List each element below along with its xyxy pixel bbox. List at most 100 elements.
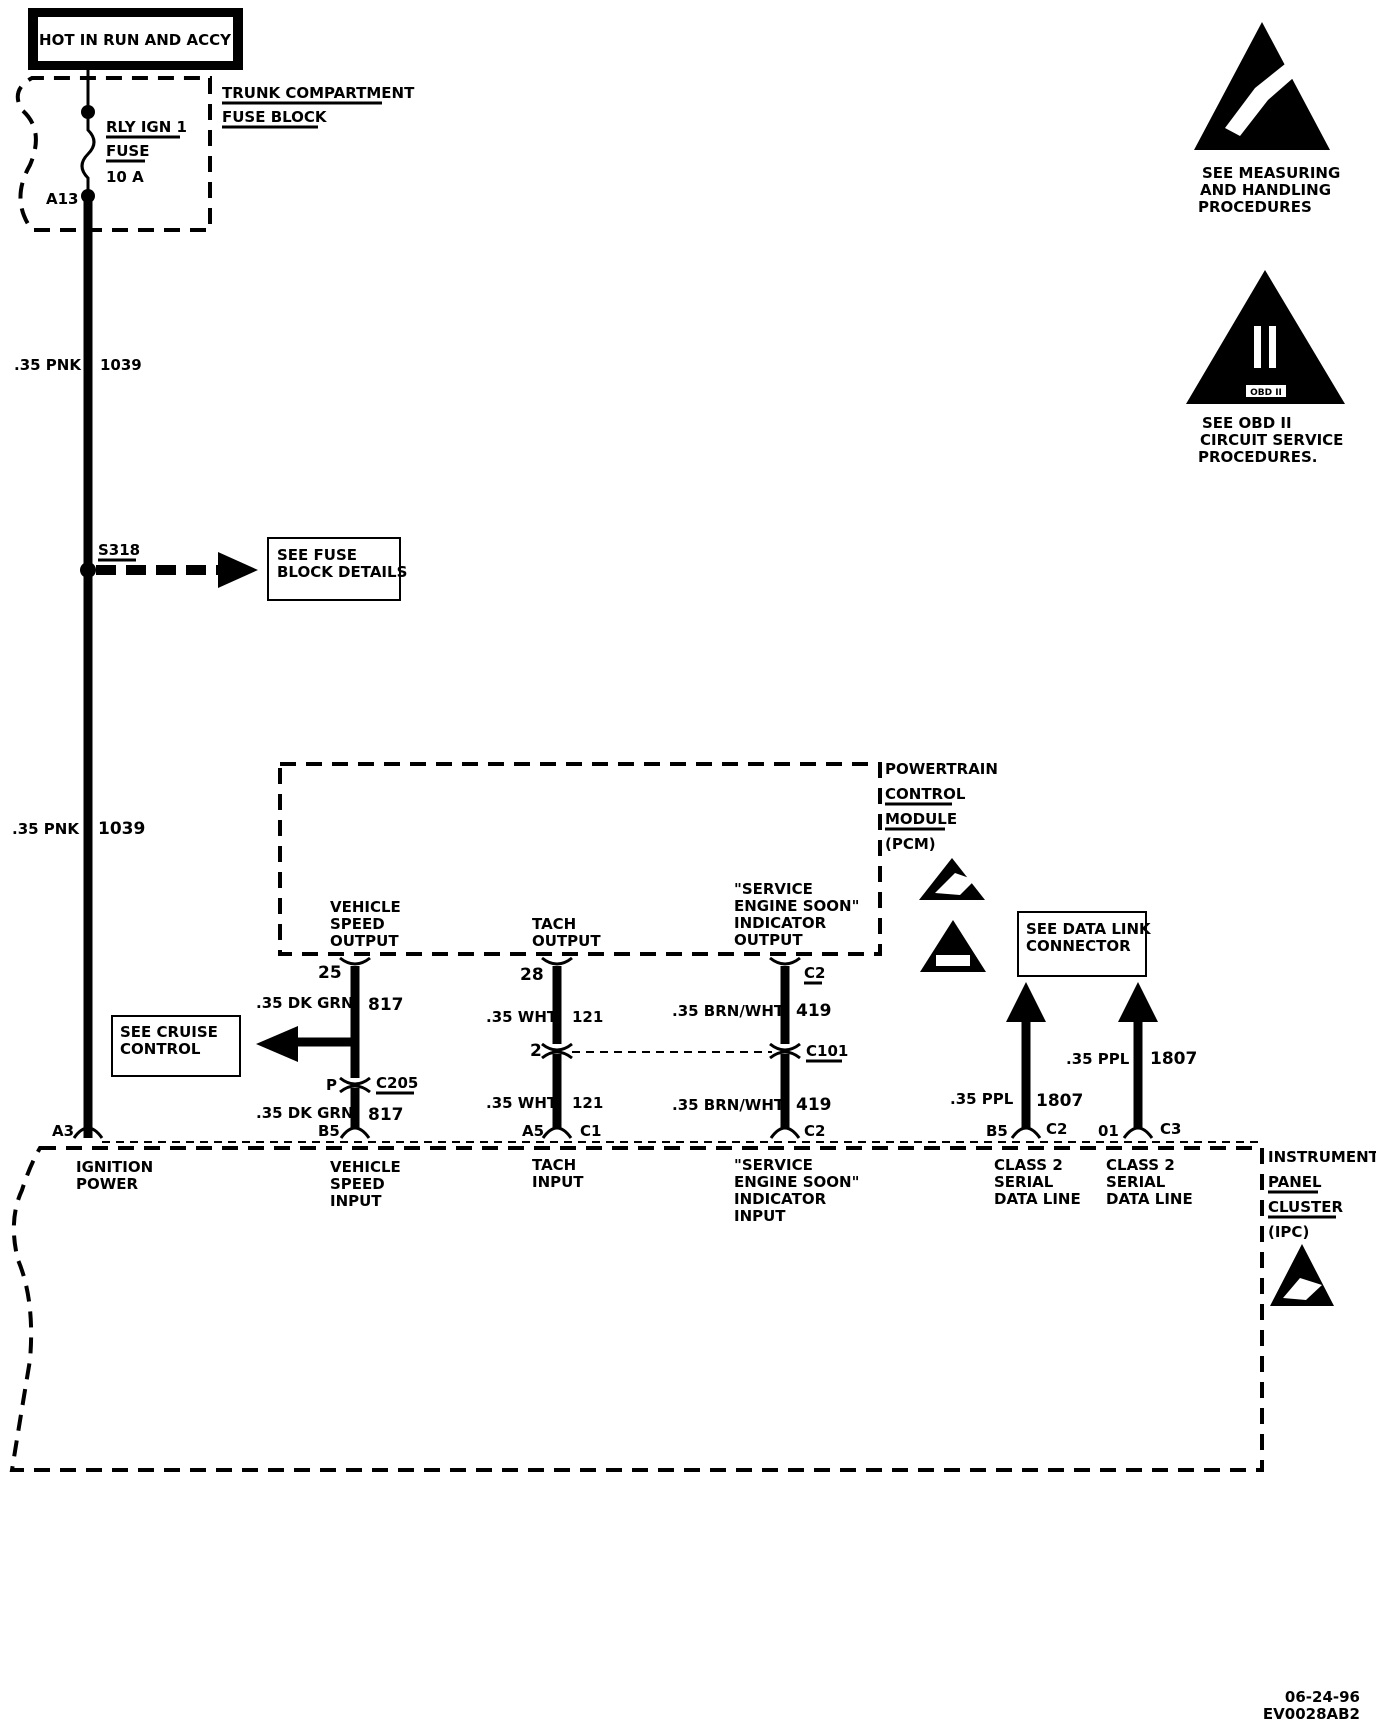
svg-text:AND HANDLING: AND HANDLING	[1200, 181, 1331, 199]
svg-text:10 A: 10 A	[106, 168, 144, 186]
ipc-vss-label: VEHICLE SPEED INPUT	[330, 1158, 401, 1210]
arrow-right-icon	[218, 552, 258, 588]
svg-text:"SERVICE: "SERVICE	[734, 1156, 813, 1174]
svg-text:(IPC): (IPC)	[1268, 1223, 1309, 1241]
footer-code: EV0028AB2	[1263, 1705, 1360, 1722]
svg-text:CONNECTOR: CONNECTOR	[1026, 937, 1131, 955]
svg-text:CLUSTER: CLUSTER	[1268, 1198, 1343, 1216]
c101-pin: 2	[530, 1041, 542, 1061]
tach-circuit	[541, 956, 573, 1139]
vss-circuit-upper: 817	[368, 995, 404, 1015]
c205-pin-p: P	[326, 1076, 337, 1094]
svg-text:OUTPUT: OUTPUT	[330, 932, 399, 950]
arrow-up-icon	[1006, 982, 1046, 1022]
ses-circuit-upper: 419	[796, 1001, 832, 1021]
main-power-wire	[80, 70, 96, 1138]
c101-label: C101	[806, 1042, 848, 1060]
pcm-obd-icon	[920, 920, 986, 972]
c205-pin-b5: B5	[318, 1122, 340, 1140]
svg-text:PANEL: PANEL	[1268, 1173, 1322, 1191]
ipc-tach-label: TACH INPUT	[532, 1156, 584, 1191]
arrow-left-icon	[256, 1026, 298, 1062]
svg-text:SEE OBD II: SEE OBD II	[1202, 414, 1292, 432]
svg-text:TACH: TACH	[532, 915, 576, 933]
ipc-pin-d2-01: 01	[1098, 1122, 1119, 1140]
see-cruise-control-ref[interactable]: SEE CRUISE CONTROL	[111, 1015, 241, 1077]
power-source-label: HOT IN RUN AND ACCY	[39, 31, 232, 49]
pcm-vss-output-label: VEHICLE SPEED OUTPUT	[330, 898, 401, 950]
ipc-title: INSTRUMENT PANEL CLUSTER (IPC)	[1268, 1148, 1376, 1241]
class2-data-line-2	[1118, 982, 1158, 1139]
pcm-pin-tach: 28	[520, 965, 544, 985]
pcm-tach-output-label: TACH OUTPUT	[532, 915, 601, 950]
svg-text:MODULE: MODULE	[885, 810, 957, 828]
svg-text:TRUNK COMPARTMENT: TRUNK COMPARTMENT	[222, 84, 415, 102]
svg-text:INSTRUMENT: INSTRUMENT	[1268, 1148, 1376, 1166]
vss-gauge-lower: .35 DK GRN	[256, 1104, 354, 1122]
main-wire-circuit-1: 1039	[100, 356, 142, 374]
pcm-ses-output-label: "SERVICE ENGINE SOON" INDICATOR OUTPUT	[734, 880, 859, 949]
svg-text:RLY IGN 1: RLY IGN 1	[106, 118, 187, 136]
ses-circuit	[769, 956, 801, 1139]
vss-gauge-upper: .35 DK GRN	[256, 994, 354, 1012]
svg-text:CLASS 2: CLASS 2	[1106, 1156, 1175, 1174]
svg-text:SEE DATA LINK: SEE DATA LINK	[1026, 920, 1152, 938]
svg-text:SERIAL: SERIAL	[994, 1173, 1054, 1191]
obd-ii-note: OBD II SEE OBD II CIRCUIT SERVICE PROCED…	[1186, 270, 1345, 466]
svg-text:INPUT: INPUT	[330, 1192, 382, 1210]
pcm-esd-icon	[919, 858, 985, 900]
c205-label: C205	[376, 1074, 418, 1092]
obd-ii-icon	[1186, 270, 1345, 404]
pcm-pin-vss: 25	[318, 963, 342, 983]
pcm-title: POWERTRAIN CONTROL MODULE (PCM)	[885, 760, 998, 853]
pcm-outline	[278, 762, 882, 956]
ipc-data1-label: CLASS 2 SERIAL DATA LINE	[994, 1156, 1081, 1208]
main-wire-gauge-2: .35 PNK	[12, 820, 80, 838]
svg-text:DATA LINE: DATA LINE	[1106, 1190, 1193, 1208]
svg-text:INDICATOR: INDICATOR	[734, 914, 827, 932]
svg-text:ENGINE SOON": ENGINE SOON"	[734, 897, 859, 915]
fuse-labels: RLY IGN 1 FUSE 10 A A13	[46, 118, 187, 208]
svg-text:FUSE BLOCK: FUSE BLOCK	[222, 108, 328, 126]
class2-data-line-1	[1006, 982, 1046, 1139]
svg-text:FUSE: FUSE	[106, 142, 149, 160]
svg-text:"SERVICE: "SERVICE	[734, 880, 813, 898]
svg-text:SEE FUSE: SEE FUSE	[277, 546, 357, 564]
ipc-data2-label: CLASS 2 SERIAL DATA LINE	[1106, 1156, 1193, 1208]
see-fuse-block-details-ref[interactable]: SEE FUSE BLOCK DETAILS	[267, 537, 407, 601]
ses-gauge-lower: .35 BRN/WHT	[672, 1096, 785, 1114]
see-data-link-connector-ref[interactable]: SEE DATA LINK CONNECTOR	[1017, 911, 1152, 977]
svg-text:IGNITION: IGNITION	[76, 1158, 153, 1176]
power-source-box: HOT IN RUN AND ACCY	[28, 8, 243, 70]
pcm-pin-ses: C2	[804, 964, 825, 982]
fuse-block-title: TRUNK COMPARTMENT FUSE BLOCK	[222, 84, 415, 129]
ipc-esd-icon	[1270, 1244, 1334, 1306]
arrow-up-icon	[1118, 982, 1158, 1022]
ipc-pin-d1-b5: B5	[986, 1122, 1008, 1140]
svg-text:CONTROL: CONTROL	[120, 1040, 201, 1058]
svg-text:CIRCUIT SERVICE: CIRCUIT SERVICE	[1200, 431, 1343, 449]
svg-text:POWERTRAIN: POWERTRAIN	[885, 760, 998, 778]
svg-text:S318: S318	[98, 541, 140, 559]
splice-s318: S318	[80, 541, 258, 588]
data2-gauge: .35 PPL	[1066, 1050, 1130, 1068]
svg-text:OUTPUT: OUTPUT	[532, 932, 601, 950]
ipc-pin-ses: C2	[804, 1122, 825, 1140]
svg-text:INPUT: INPUT	[532, 1173, 584, 1191]
svg-text:PROCEDURES.: PROCEDURES.	[1198, 448, 1317, 466]
svg-text:A13: A13	[46, 190, 78, 208]
data2-circuit: 1807	[1150, 1049, 1197, 1069]
ipc-ign-label: IGNITION POWER	[76, 1158, 153, 1193]
ipc-outline	[9, 1146, 1264, 1472]
svg-text:SPEED: SPEED	[330, 1175, 385, 1193]
vss-circuit-lower: 817	[368, 1105, 404, 1125]
ipc-pin-a3: A3	[52, 1122, 74, 1140]
svg-text:SPEED: SPEED	[330, 915, 385, 933]
svg-text:ENGINE SOON": ENGINE SOON"	[734, 1173, 859, 1191]
svg-text:SEE CRUISE: SEE CRUISE	[120, 1023, 218, 1041]
tach-circuit-lower: 121	[572, 1094, 603, 1112]
ipc-pin-tach-a5: A5	[522, 1122, 544, 1140]
svg-text:VEHICLE: VEHICLE	[330, 1158, 401, 1176]
svg-text:SEE MEASURING: SEE MEASURING	[1202, 164, 1340, 182]
svg-text:OBD II: OBD II	[1250, 388, 1282, 398]
